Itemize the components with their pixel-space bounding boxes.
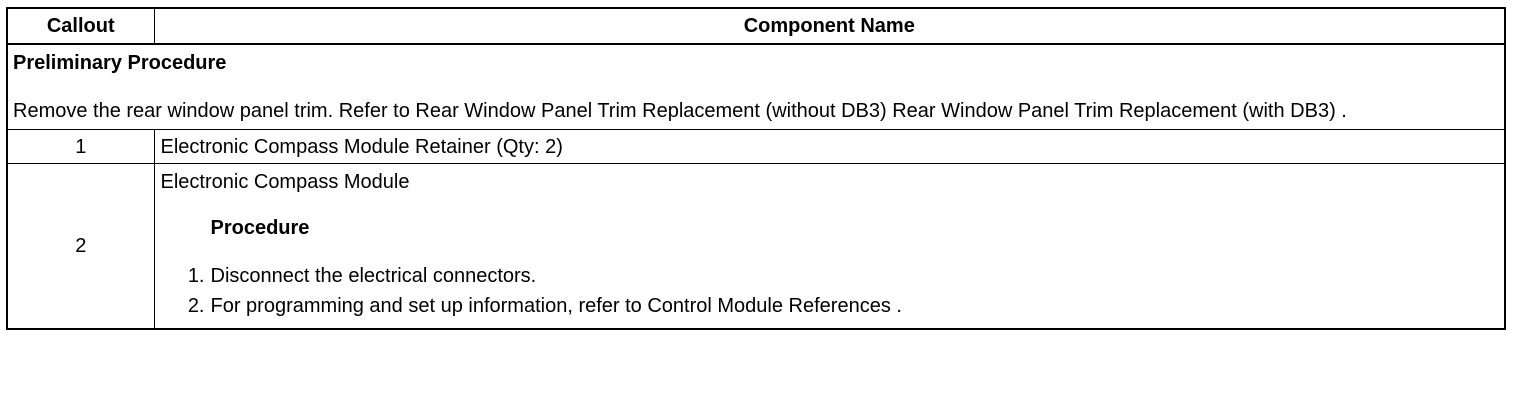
- step-number: 2.: [187, 295, 205, 317]
- procedure-step: 1. Disconnect the electrical connectors.: [161, 264, 1499, 288]
- component-name: Electronic Compass Module: [160, 171, 410, 193]
- preliminary-row: Preliminary Procedure Remove the rear wi…: [6, 43, 1506, 130]
- header-component-name: Component Name: [153, 7, 1506, 45]
- callout-cell: 1: [6, 129, 155, 164]
- step-text: For programming and set up information, …: [210, 295, 902, 317]
- step-text: Disconnect the electrical connectors.: [210, 265, 537, 287]
- callout-cell: 2: [6, 163, 155, 330]
- step-number: 1.: [187, 265, 205, 287]
- component-name-cell: Electronic Compass Module Procedure 1. D…: [153, 163, 1506, 330]
- table-row: 1 Electronic Compass Module Retainer (Qt…: [6, 129, 1506, 164]
- procedure-steps: 1. Disconnect the electrical connectors.…: [161, 264, 1499, 318]
- table-header-row: Callout Component Name: [6, 7, 1506, 45]
- preliminary-cell: Preliminary Procedure Remove the rear wi…: [6, 43, 1506, 130]
- preliminary-title: Preliminary Procedure: [13, 52, 227, 74]
- component-table: Callout Component Name Preliminary Proce…: [6, 7, 1506, 330]
- preliminary-text: Remove the rear window panel trim. Refer…: [13, 100, 1347, 122]
- procedure-step: 2. For programming and set up informatio…: [161, 294, 1499, 318]
- table-row: 2 Electronic Compass Module Procedure 1.…: [6, 163, 1506, 330]
- header-callout: Callout: [6, 7, 155, 45]
- procedure-title: Procedure: [210, 217, 310, 239]
- component-name-cell: Electronic Compass Module Retainer (Qty:…: [153, 129, 1506, 164]
